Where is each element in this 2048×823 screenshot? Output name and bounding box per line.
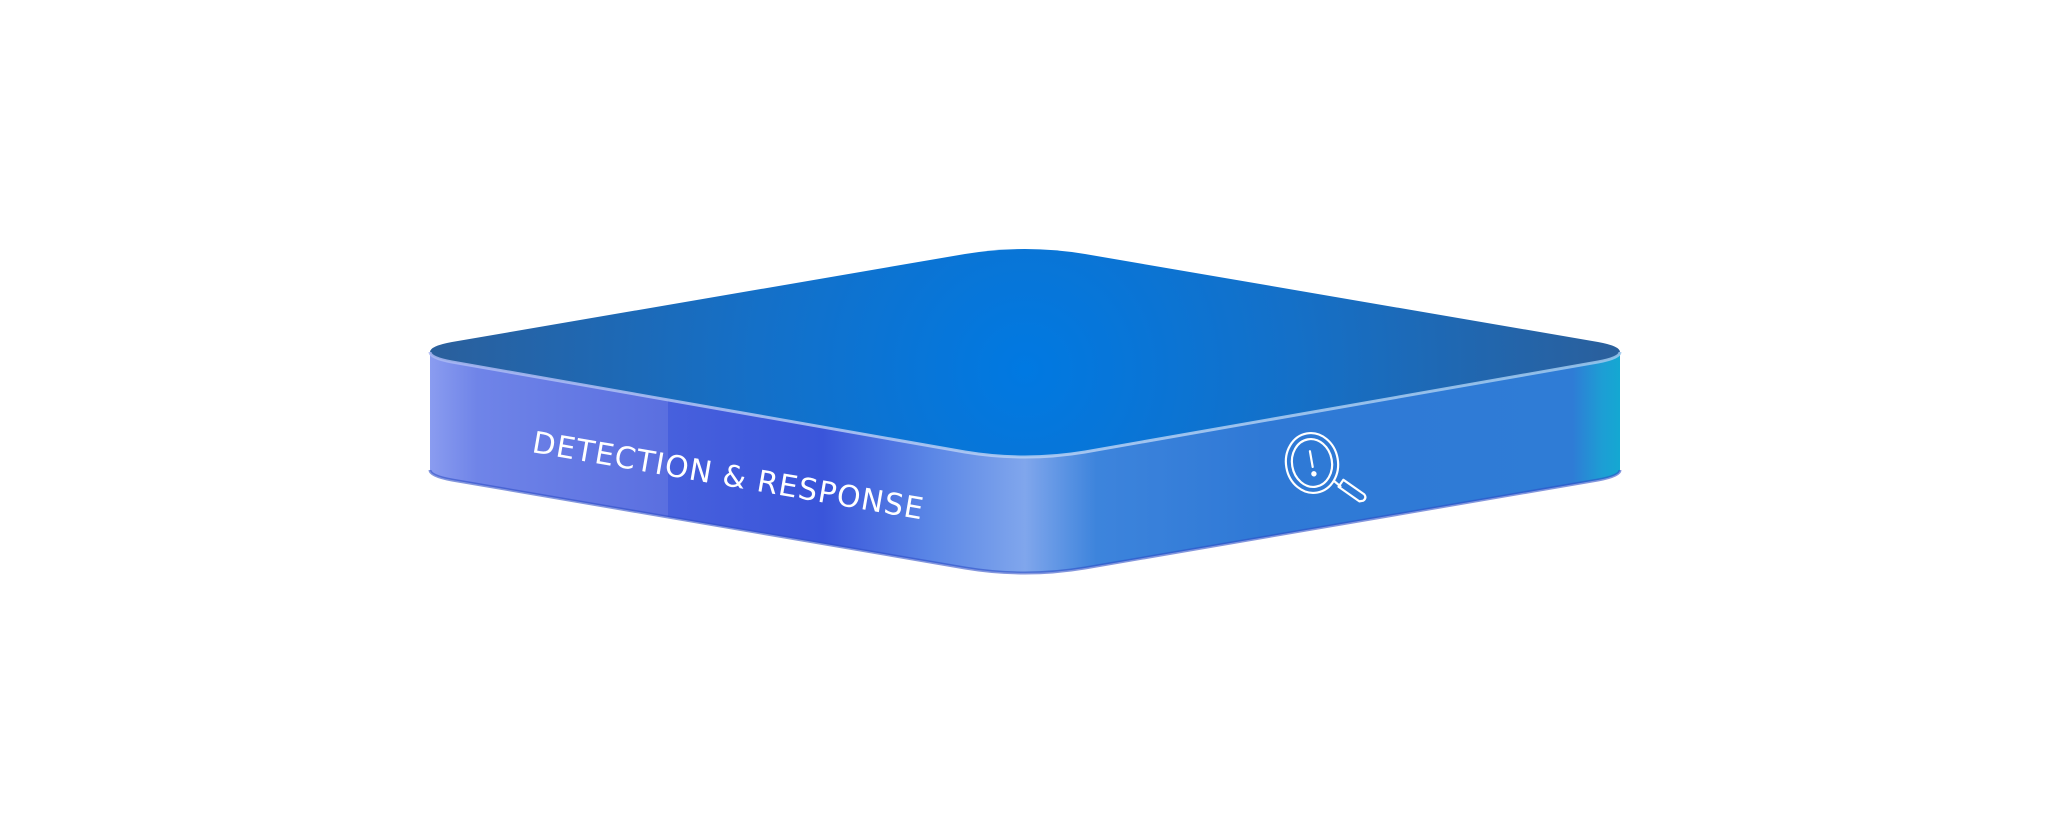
- slab-side-face: [430, 352, 1620, 573]
- slab-top-face: [430, 249, 1620, 457]
- magnifier-alert-icon: [1284, 432, 1367, 503]
- slab-rim-highlight: [428, 351, 1622, 459]
- slab-bottom-edge: [428, 469, 1622, 575]
